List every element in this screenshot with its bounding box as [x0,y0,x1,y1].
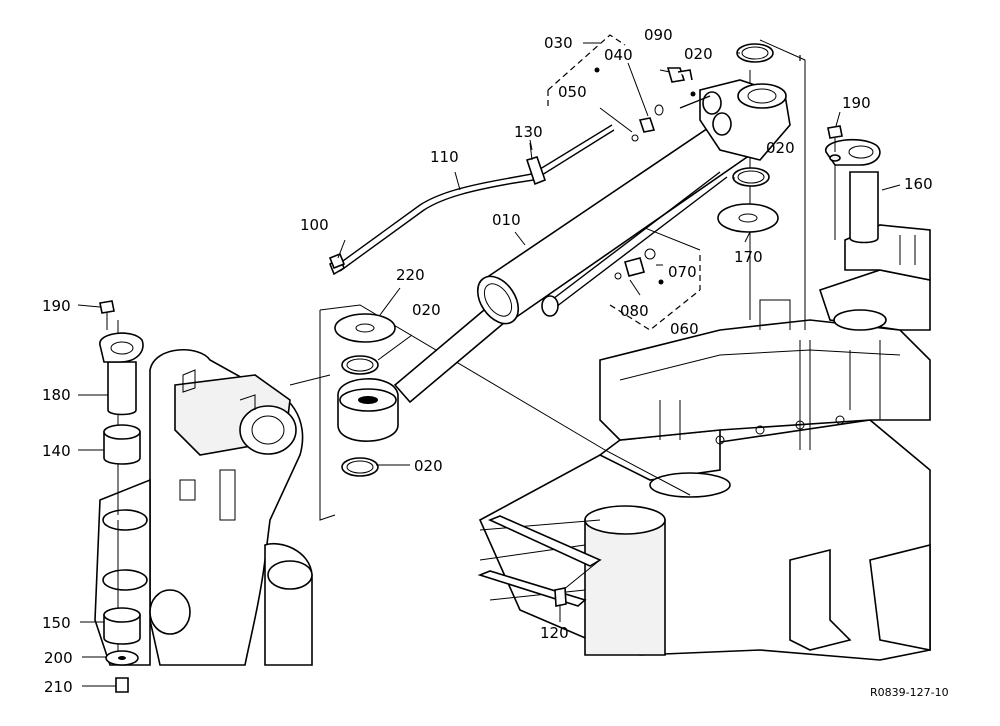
callout-050: 050 [558,83,587,101]
callout-020-bottom: 020 [414,457,443,475]
callout-180: 180 [42,386,71,404]
callout-200: 200 [44,649,73,667]
dashed-boundaries [547,34,801,331]
callout-190-right: 190 [842,94,871,112]
hydraulic-cylinder [337,79,791,442]
callout-130: 130 [514,123,543,141]
callout-090: 090 [644,26,673,44]
callout-140: 140 [42,442,71,460]
callout-210: 210 [44,678,73,696]
leader-lines [77,42,901,687]
callouts: 030 040 090 020 050 130 110 020 190 160 … [42,26,949,699]
callout-030: 030 [544,34,573,52]
callout-110: 110 [430,148,459,166]
callout-120: 120 [540,624,569,642]
small-parts [99,43,881,693]
callout-010: 010 [492,211,521,229]
callout-040: 040 [604,46,633,64]
callout-080: 080 [620,302,649,320]
callout-020-right: 020 [766,139,795,157]
callout-150: 150 [42,614,71,632]
callout-170: 170 [734,248,763,266]
callout-060: 060 [670,320,699,338]
callout-070: 070 [668,263,697,281]
callout-100: 100 [300,216,329,234]
machine-frame [477,224,931,661]
drawing-reference: R0839-127-10 [870,686,949,699]
callout-220: 220 [396,266,425,284]
callout-020-mid: 020 [412,301,441,319]
callout-190-left: 190 [42,297,71,315]
callout-020-top: 020 [684,45,713,63]
callout-160: 160 [904,175,933,193]
